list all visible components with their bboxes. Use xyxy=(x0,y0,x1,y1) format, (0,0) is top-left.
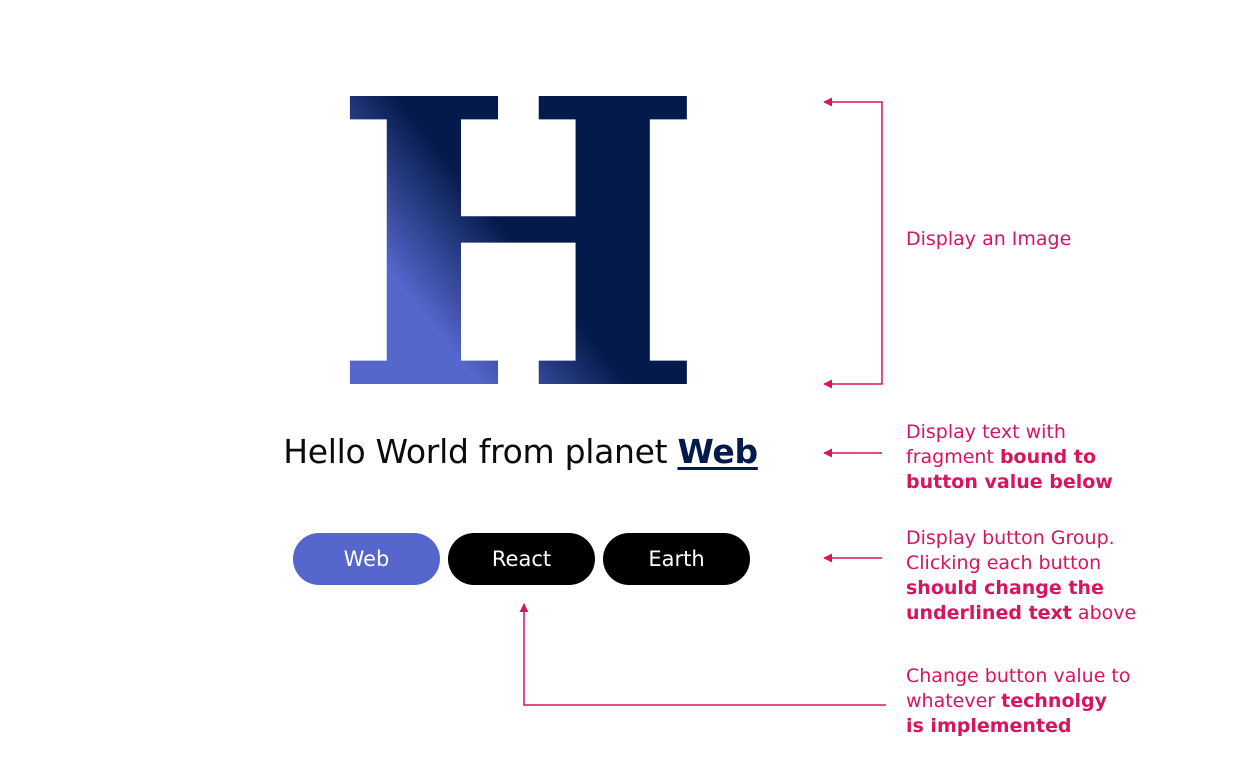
annotation-tech-line2-bold: technolgy xyxy=(1001,690,1107,712)
annotation-text-line1: Display text with xyxy=(906,421,1066,443)
logo-image: H xyxy=(340,82,700,402)
image-bracket-line xyxy=(823,97,883,389)
annotation-buttons-line4-bold: underlined text xyxy=(906,602,1072,624)
annotation-text: Display text with fragment bound to butt… xyxy=(906,420,1113,495)
tech-arrow xyxy=(519,603,886,706)
annotation-image: Display an Image xyxy=(906,227,1071,252)
annotation-buttons-line1: Display button Group. xyxy=(906,527,1115,549)
planet-word: Web xyxy=(677,432,758,471)
planet-button-group: Web React Earth xyxy=(293,533,750,585)
web-button[interactable]: Web xyxy=(293,533,440,585)
logo-letter: H xyxy=(340,82,700,402)
annotation-text-line2-bold: bound to xyxy=(999,446,1097,468)
annotation-tech-line3-bold: is implemented xyxy=(906,715,1072,737)
react-button[interactable]: React xyxy=(448,533,595,585)
annotation-text-line3-bold: button value below xyxy=(906,471,1113,493)
annotation-image-text: Display an Image xyxy=(906,228,1072,250)
annotation-tech-line2: whatever xyxy=(906,690,996,712)
earth-button[interactable]: Earth xyxy=(603,533,750,585)
annotation-buttons-line3-bold: should change the xyxy=(906,577,1104,599)
headline-text: Hello World from planet Web xyxy=(0,432,1041,471)
annotation-buttons: Display button Group. Clicking each butt… xyxy=(906,526,1136,626)
annotation-text-line2: fragment xyxy=(906,446,994,468)
headline-prefix: Hello World from planet xyxy=(283,432,668,471)
annotation-tech-line1: Change button value to xyxy=(906,665,1131,687)
annotation-technology: Change button value to whatever technolg… xyxy=(906,664,1131,739)
annotation-buttons-line2: Clicking each button xyxy=(906,552,1102,574)
annotation-buttons-line4: above xyxy=(1077,602,1137,624)
